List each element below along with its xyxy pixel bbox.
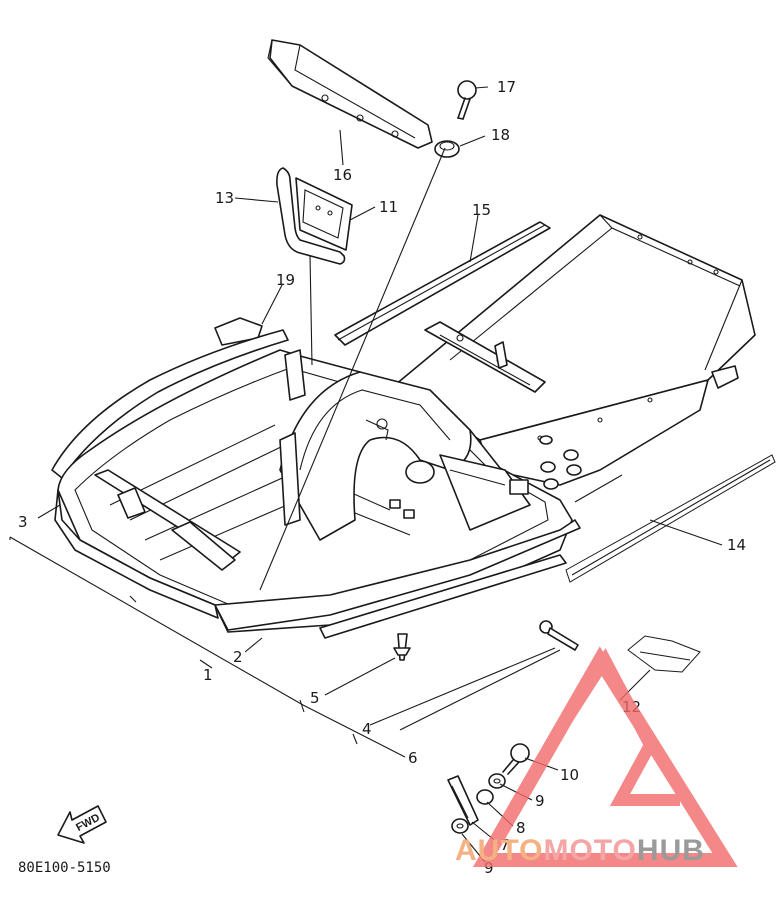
part-16-bolt [457,80,477,120]
callout-12: 13 [215,189,234,207]
watermark-logo [472,646,738,867]
callout-7: 7 [500,836,510,854]
callout-19: 19 [276,271,295,289]
callout-2: 2 [233,648,243,666]
part-11-plate [295,177,353,251]
part-19-side-rail [51,317,289,479]
callout-15: 16 [333,166,352,184]
watermark-auto: AUTO [455,834,543,867]
callout-labels: 17 18 16 13 11 15 19 14 3 2 1 5 4 6 12 1… [18,78,746,877]
watermark-hub: HUB [637,834,705,867]
fwd-arrow: FWD [57,805,107,844]
callout-8: 8 [516,819,526,837]
callout-5: 5 [310,689,320,707]
part-10-bolt [502,743,530,775]
callout-1: 1 [203,666,213,684]
callout-10: 10 [560,766,579,784]
callout-6: 6 [408,749,418,767]
part-tunnel-body [394,214,756,490]
watermark-text: AUTOMOTOHUB [455,834,705,867]
part-3-front-lip [54,489,219,619]
part-13-trim-strip [565,454,776,583]
callout-4: 4 [362,720,372,738]
part-15-cover [267,39,433,149]
part-4-side-strip [319,554,567,639]
part-12-grab-handle [276,167,346,265]
part-9-washer-lower [451,818,469,834]
callout-14: 15 [472,201,491,219]
callout-3: 3 [18,513,28,531]
callout-11: 11 [379,198,398,216]
part-8-collar [476,789,494,805]
part-6-rivet [539,620,579,651]
part-5-push-clip [393,633,411,661]
part-code: 80E100-5150 [18,860,111,876]
part-17-grommet [434,140,460,158]
part-1-frame [57,349,573,633]
part-18-pad [627,635,701,673]
callout-13: 14 [727,536,746,554]
callout-17: 18 [491,126,510,144]
part-2-lower-rail [214,519,581,631]
part-7-stay [447,775,479,826]
leader-lines [9,86,723,863]
callout-9-lower: 9 [484,859,494,877]
watermark-moto: MOTO [543,834,636,867]
watermark-triangle-icon [472,646,738,867]
callout-16: 17 [497,78,516,96]
callout-9-upper: 9 [535,792,545,810]
